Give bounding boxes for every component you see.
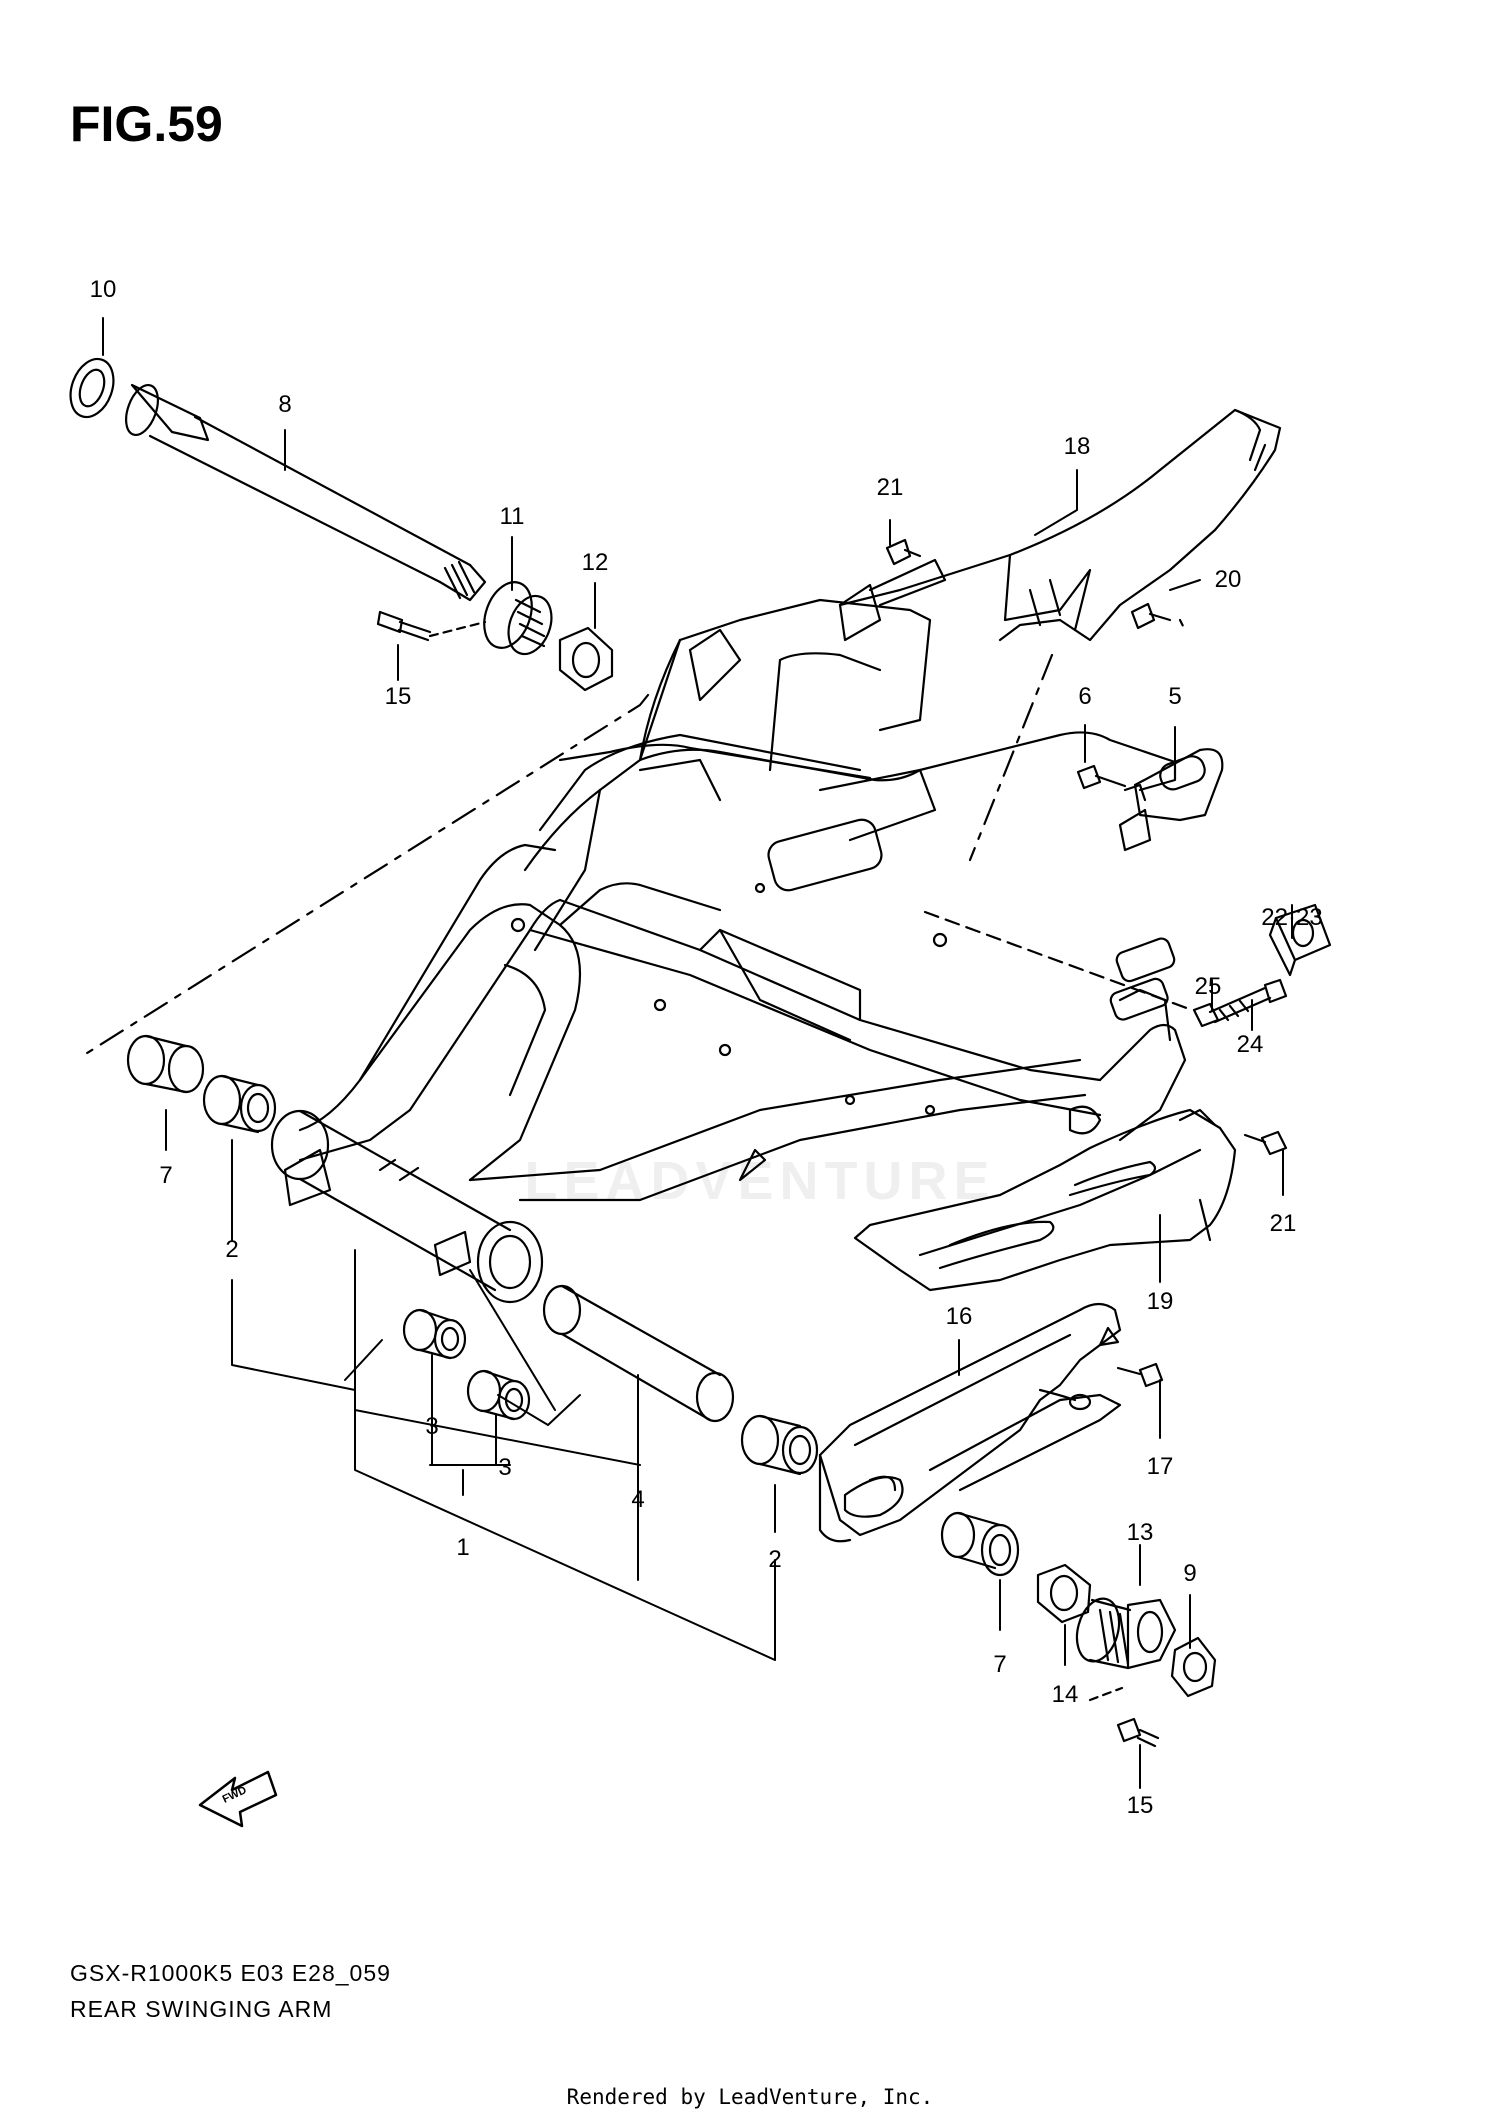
part-9-nut	[1170, 1636, 1217, 1698]
callout-18: 18	[1063, 433, 1091, 460]
callout-3-left: 3	[425, 1413, 439, 1440]
part-22-23-block	[1268, 903, 1332, 977]
callout-1: 1	[456, 1534, 470, 1561]
callout-19: 19	[1146, 1288, 1174, 1315]
leader-pivot-frame	[82, 693, 650, 1057]
part-20-bolt	[1130, 602, 1187, 632]
callout-12: 12	[581, 549, 609, 576]
callout-2-left: 2	[225, 1236, 239, 1263]
callout-4: 4	[631, 1486, 645, 1513]
callout-9: 9	[1183, 1560, 1197, 1587]
part-11-adjuster	[483, 581, 553, 656]
callout-5: 5	[1168, 683, 1182, 710]
leader-guard-frame	[968, 653, 1054, 862]
part-15-bolt-upper	[376, 610, 487, 642]
part-14-nut	[1036, 1563, 1092, 1624]
callout-10: 10	[89, 276, 117, 303]
callout-16: 16	[945, 1303, 973, 1330]
callout-21-lower: 21	[1269, 1210, 1297, 1237]
part-18-chain-guard	[838, 408, 1282, 642]
part-6-bolt	[1076, 764, 1127, 790]
callout-15-lower: 15	[1126, 1792, 1154, 1819]
callout-13: 13	[1126, 1519, 1154, 1546]
footer-credit: Rendered by LeadVenture, Inc.	[566, 2085, 934, 2109]
part-8-pivot-shaft	[125, 383, 487, 602]
callout-6: 6	[1078, 683, 1092, 710]
part-1-swing-arm	[270, 598, 1187, 1304]
part-21-bolt-upper	[885, 538, 922, 566]
part-2-bearing-left	[202, 1074, 277, 1134]
callout-15-upper: 15	[384, 683, 412, 710]
leader-axle-nut	[923, 910, 1194, 1012]
callout-21-upper: 21	[876, 474, 904, 501]
part-21-bolt-lower	[1243, 1130, 1288, 1156]
part-7-collar-left	[126, 1034, 205, 1094]
callout-14: 14	[1051, 1681, 1079, 1708]
part-12-nut	[558, 626, 614, 692]
callout-22-23: 22·23	[1261, 904, 1323, 931]
part-4-spacer	[542, 1284, 735, 1423]
callout-7-right: 7	[993, 1651, 1007, 1678]
part-2-bearing-right	[740, 1414, 819, 1476]
callout-17: 17	[1146, 1453, 1174, 1480]
part-16-protector	[818, 1302, 1122, 1543]
fwd-arrow-icon	[198, 1770, 278, 1828]
callout-11: 11	[499, 503, 525, 530]
part-17-bolt	[1116, 1362, 1164, 1388]
diagram-title: REAR SWINGING ARM	[70, 1996, 333, 2022]
part-15-bolt-lower	[1088, 1686, 1160, 1748]
callout-24: 24	[1236, 1031, 1264, 1058]
part-3-bearings	[402, 1308, 531, 1421]
part-7-collar-right	[940, 1511, 1020, 1577]
callout-20: 20	[1214, 566, 1242, 593]
figure-label: FIG.59	[70, 96, 223, 152]
callout-2-right: 2	[768, 1546, 782, 1573]
callout-8: 8	[278, 391, 292, 418]
callout-3-right: 3	[498, 1454, 512, 1481]
callout-7-left: 7	[159, 1162, 173, 1189]
part-13-adjuster	[1075, 1597, 1177, 1670]
model-code: GSX-R1000K5 E03 E28_059	[70, 1960, 391, 1986]
part-24-bolt	[1208, 978, 1288, 1024]
part-19-lower-cover	[853, 1108, 1237, 1292]
callout-25: 25	[1194, 973, 1222, 1000]
part-10-seal	[69, 357, 115, 419]
callout-leaders	[102, 317, 1293, 1789]
part-5-bracket	[1118, 748, 1224, 852]
